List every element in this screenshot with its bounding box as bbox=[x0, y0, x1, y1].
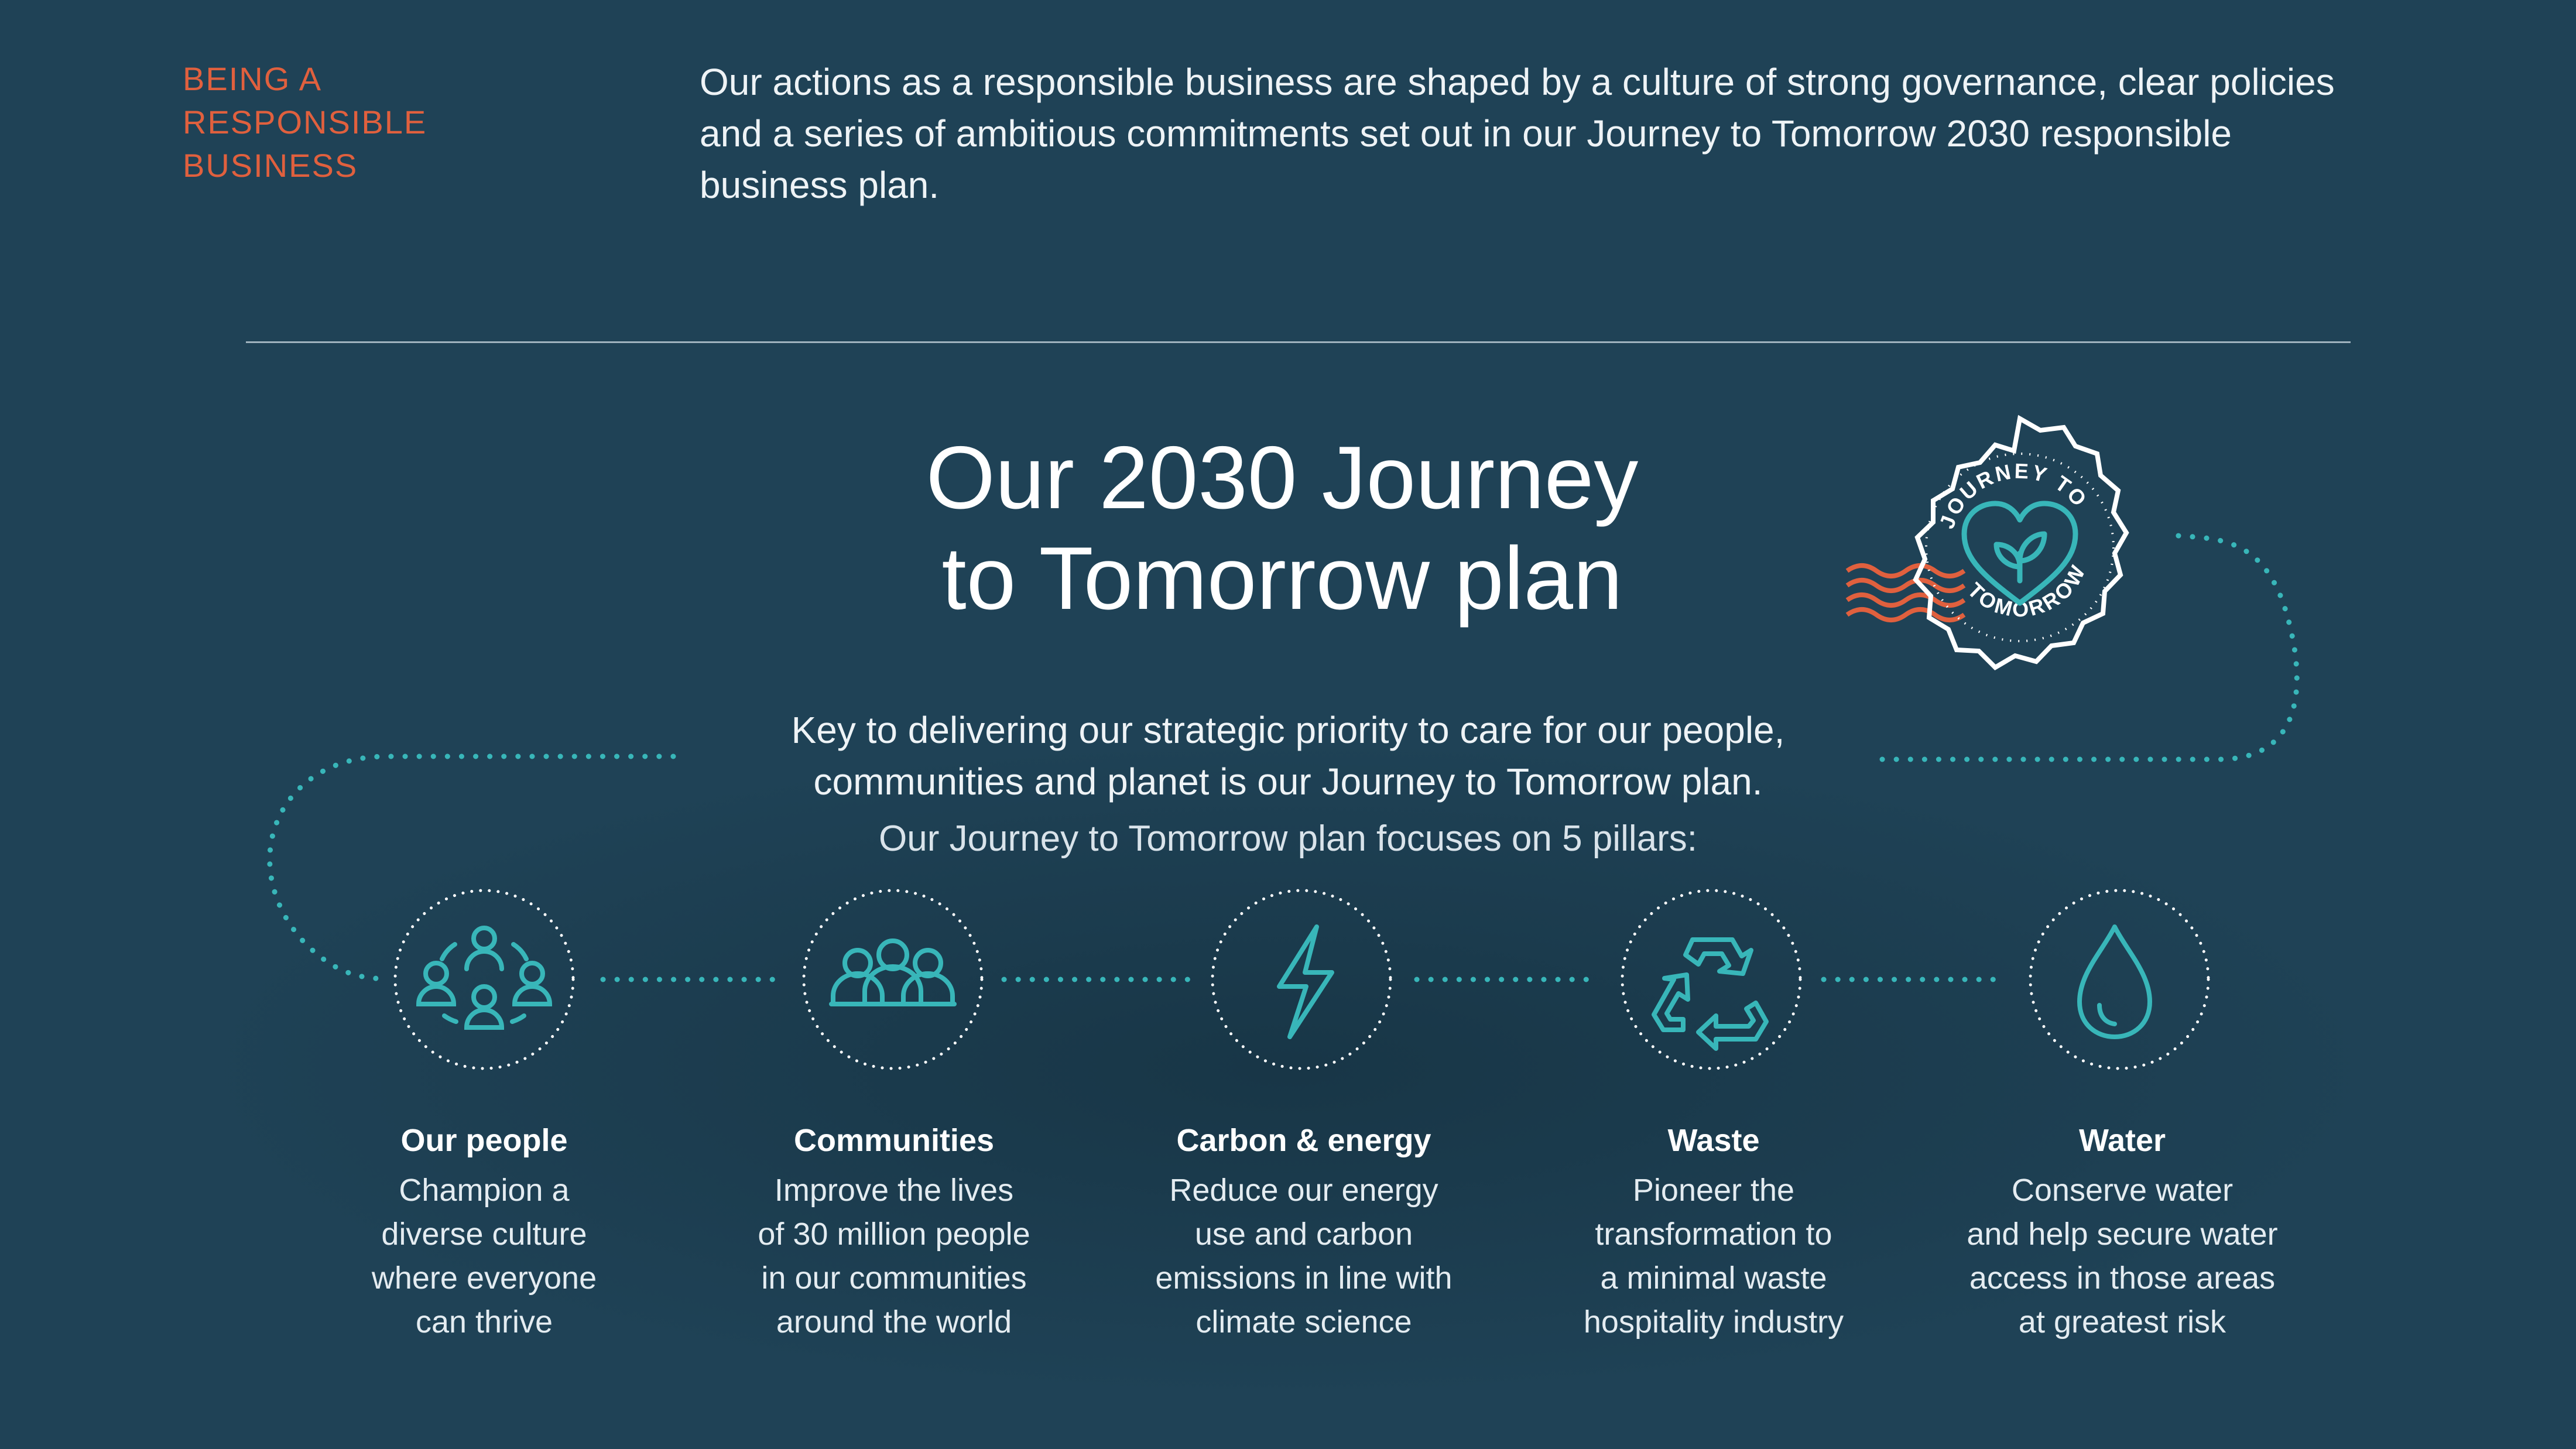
pillar-description: Conserve water and help secure water acc… bbox=[1941, 1169, 2304, 1344]
pillar-icon-communities bbox=[799, 886, 986, 1073]
plan-key-line: communities and planet is our Journey to… bbox=[813, 761, 1763, 803]
pillar-description: Champion a diverse culture where everyon… bbox=[303, 1169, 666, 1344]
pillar-description-line: at greatest risk bbox=[2018, 1304, 2226, 1340]
pillar-water: Water Conserve water and help secure wat… bbox=[1941, 1118, 2304, 1344]
pillar-description-line: where everyone bbox=[371, 1260, 597, 1296]
badge-graphic: JOURNEY TO TOMORROW bbox=[1845, 415, 2129, 671]
pillar-icon-water bbox=[2026, 886, 2213, 1073]
pillar-waste: Waste Pioneer the transformation to a mi… bbox=[1532, 1118, 1895, 1344]
pillar-icon-waste bbox=[1618, 886, 1805, 1073]
plan-title-line: Our 2030 Journey bbox=[926, 428, 1639, 527]
pillar-description-line: use and carbon bbox=[1194, 1217, 1413, 1252]
recycle-icon bbox=[1621, 889, 1802, 1070]
plan-title-line: to Tomorrow plan bbox=[941, 529, 1623, 628]
plan-title: Our 2030 Journey to Tomorrow plan bbox=[761, 427, 1803, 629]
lightning-bolt-icon bbox=[1211, 889, 1392, 1070]
journey-to-tomorrow-badge: JOURNEY TO TOMORROW bbox=[1838, 410, 2178, 691]
pillar-description-line: diverse culture bbox=[381, 1217, 587, 1252]
pillar-title: Waste bbox=[1667, 1123, 1760, 1158]
pillar-description-line: a minimal waste bbox=[1600, 1260, 1827, 1296]
pillar-icon-our-people bbox=[390, 886, 578, 1073]
pillar-our-people: Our people Champion a diverse culture wh… bbox=[303, 1118, 666, 1344]
pillar-description-line: in our communities bbox=[761, 1260, 1027, 1296]
pillar-description: Pioneer the transformation to a minimal … bbox=[1532, 1169, 1895, 1344]
pillar-description-line: Pioneer the bbox=[1632, 1173, 1795, 1208]
pillar-description-line: can thrive bbox=[415, 1304, 553, 1340]
pillar-title: Carbon & energy bbox=[1176, 1123, 1431, 1158]
pillar-communities: Communities Improve the lives of 30 mill… bbox=[712, 1118, 1075, 1344]
badge-seal bbox=[1913, 415, 2129, 671]
pillars-intro: Our Journey to Tomorrow plan focuses on … bbox=[879, 818, 1697, 859]
eyebrow-line: BUSINESS bbox=[183, 147, 358, 184]
pillar-description-line: and help secure water bbox=[1967, 1217, 2278, 1252]
pillar-description-line: Champion a bbox=[399, 1173, 570, 1208]
plan-key-text: Key to delivering our strategic priority… bbox=[673, 704, 1903, 807]
pillar-title: Our people bbox=[400, 1123, 568, 1158]
pillar-description-line: Reduce our energy bbox=[1169, 1173, 1438, 1208]
pillar-description-line: climate science bbox=[1195, 1304, 1412, 1340]
pillar-description-line: emissions in line with bbox=[1155, 1260, 1453, 1296]
heart-leaf-icon bbox=[1961, 501, 2078, 606]
eyebrow-line: RESPONSIBLE bbox=[183, 104, 427, 141]
pillar-description-line: around the world bbox=[776, 1304, 1012, 1340]
people-group-icon bbox=[393, 889, 575, 1070]
pillar-description-line: hospitality industry bbox=[1583, 1304, 1844, 1340]
pillar-description: Reduce our energy use and carbon emissio… bbox=[1122, 1169, 1485, 1344]
pillar-title: Water bbox=[2078, 1123, 2166, 1158]
pillar-description-line: Conserve water bbox=[2011, 1173, 2234, 1208]
water-drop-icon bbox=[2029, 889, 2210, 1070]
pillar-description-line: of 30 million people bbox=[758, 1217, 1030, 1252]
pillar-title: Communities bbox=[793, 1123, 995, 1158]
pillar-description-line: Improve the lives bbox=[774, 1173, 1014, 1208]
intro-paragraph: Our actions as a responsible business ar… bbox=[700, 61, 2335, 206]
pillar-description-line: transformation to bbox=[1595, 1217, 1832, 1252]
postmark-waves-icon bbox=[1845, 563, 1966, 622]
pillar-carbon-energy: Carbon & energy Reduce our energy use an… bbox=[1122, 1118, 1485, 1344]
pillar-description-line: access in those areas bbox=[1969, 1260, 2276, 1296]
section-eyebrow: BEING A RESPONSIBLE BUSINESS bbox=[183, 57, 534, 187]
pillar-description: Improve the lives of 30 million people i… bbox=[712, 1169, 1075, 1344]
community-icon bbox=[802, 889, 984, 1070]
plan-key-line: Key to delivering our strategic priority… bbox=[791, 709, 1785, 751]
section-divider bbox=[246, 341, 2351, 343]
pillar-icon-carbon-energy bbox=[1208, 886, 1395, 1073]
eyebrow-line: BEING A bbox=[183, 60, 323, 97]
